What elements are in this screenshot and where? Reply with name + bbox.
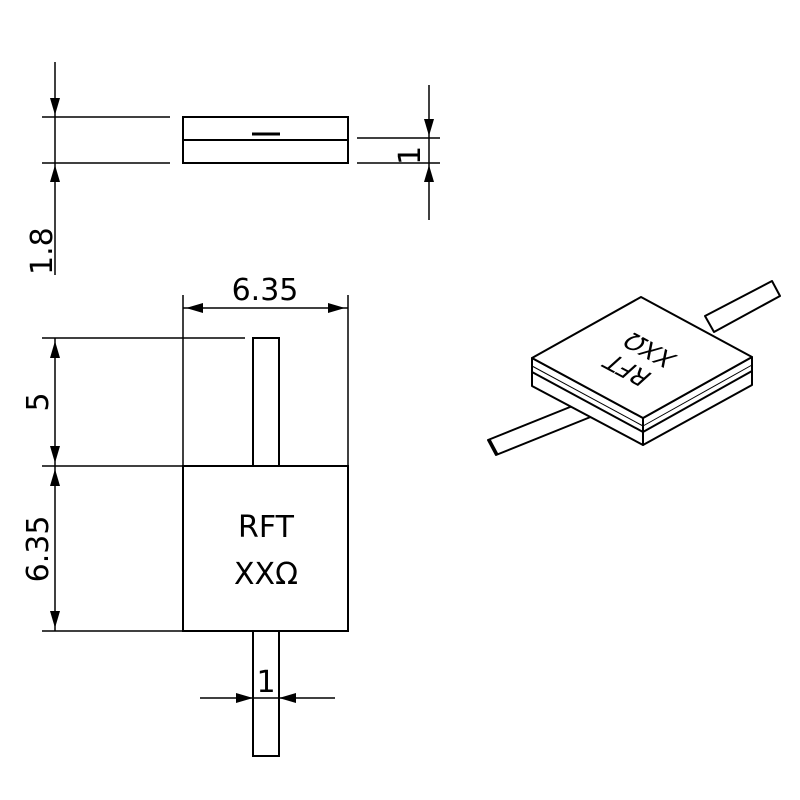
resistor-body xyxy=(182,465,349,632)
upper-lead xyxy=(252,337,280,467)
marking-line2: XXΩ xyxy=(234,557,298,592)
marking-line1: RFT xyxy=(238,510,295,545)
lead-width-label: 1 xyxy=(256,665,275,700)
iso-body-top-face xyxy=(531,296,753,419)
side-thickness-label: 1 xyxy=(393,146,428,165)
iso-lead-back xyxy=(704,280,781,333)
side-height-label: 1.8 xyxy=(25,227,60,275)
isometric-view xyxy=(487,280,781,456)
lower-lead xyxy=(252,630,280,757)
lead-length-label: 5 xyxy=(21,392,56,411)
body-height-label: 6.35 xyxy=(21,516,56,583)
side-view xyxy=(42,62,440,275)
body-width-label: 6.35 xyxy=(232,273,299,308)
top-view xyxy=(42,295,349,757)
